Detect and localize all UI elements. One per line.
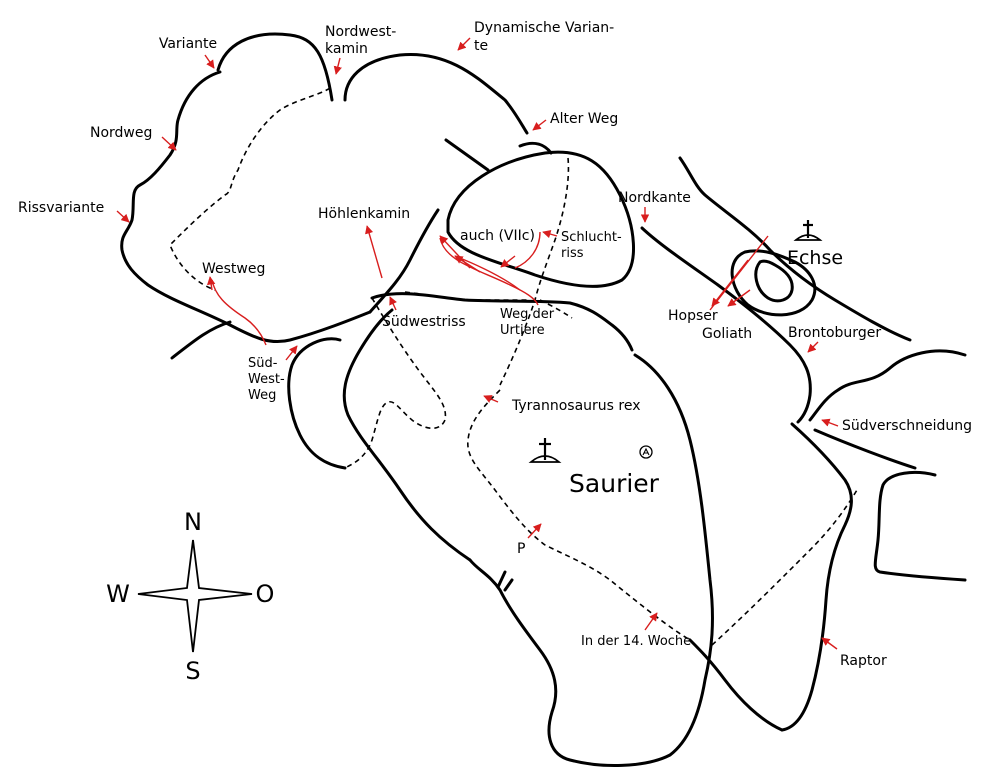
rock-outline-northwest-inner-ridge [444, 138, 490, 172]
rock-outline-raptor-mid [688, 638, 784, 732]
rock-outline-south-gap-2 [503, 578, 514, 592]
compass-north: N [184, 508, 202, 536]
route-arrows [116, 37, 839, 650]
arrow-rissvariante [116, 210, 130, 223]
rock-outline-echse-tower [730, 249, 817, 317]
rock-outlines [120, 32, 967, 767]
arrow-goliath [727, 289, 751, 307]
path-saurier-descent [467, 389, 691, 641]
route-line-westweg [211, 279, 267, 346]
arrow-schluchtriss [542, 230, 558, 239]
route-label-dynamische-variante-2: te [474, 38, 488, 54]
path-west-lobe [344, 297, 447, 469]
arrow-westweg [206, 276, 216, 291]
arrow-tyrannosaurus [483, 395, 499, 403]
route-label-p: P [517, 541, 525, 557]
arrow-woche [644, 612, 658, 631]
route-label-schluchtriss-2: riss [561, 246, 584, 261]
route-label-nordwestkamin-1: Nordwest- [325, 24, 396, 40]
route-label-hopser: Hopser [668, 308, 718, 324]
route-line-weg-der-urtiere-a [439, 237, 539, 306]
summit-cross-icon [528, 438, 562, 463]
arrow-variante [204, 54, 215, 69]
route-label-weg-der-urtiere-2: Urtiere [500, 323, 545, 338]
feature-label-echse: Echse [787, 247, 843, 269]
arrow-suedwestriss [389, 296, 397, 311]
route-label-in-der-14-woche: In der 14. Woche [581, 634, 691, 649]
route-line-hopser [709, 235, 769, 311]
abseil-anchor-icon [639, 445, 653, 459]
route-label-sued-west-weg-3: Weg [248, 388, 276, 403]
rock-outline-saurier-left [342, 308, 472, 562]
arrow-nordwestkamin [333, 57, 342, 75]
path-northwest-ring [169, 87, 331, 291]
route-label-schluchtriss-1: Schlucht- [561, 230, 622, 245]
rock-outline-saurier-right [468, 353, 714, 767]
rock-outline-south-gap-1 [496, 570, 507, 589]
rock-outline-saurier-west-lobe [287, 337, 347, 470]
arrow-weg-der-urtiere-2 [454, 255, 481, 273]
arrow-hopser [711, 259, 749, 307]
route-label-weg-der-urtiere-1: Weg der [500, 307, 555, 322]
path-schlucht-gully [499, 157, 570, 386]
route-label-nordkante: Nordkante [618, 190, 691, 206]
path-schlucht-exit [539, 299, 573, 319]
path-raptor-col [711, 489, 858, 646]
compass-star-icon [137, 539, 253, 653]
rock-outline-ridge-south [640, 226, 812, 424]
approach-paths [169, 87, 858, 646]
route-label-sued-west-weg-1: Süd- [248, 356, 278, 371]
route-label-suedwestriss: Südwestriss [382, 314, 466, 330]
rock-outline-raptor-east [873, 471, 967, 582]
rock-outline-raptor-shelf [813, 428, 917, 470]
route-label-rissvariante: Rissvariante [18, 200, 104, 216]
arrow-p [527, 523, 542, 539]
arrow-brontoburger [807, 341, 819, 353]
route-label-brontoburger: Brontoburger [788, 325, 881, 341]
route-lines [211, 231, 769, 346]
arrow-alter-weg [532, 119, 547, 131]
rock-outline-raptor-west [780, 422, 853, 732]
route-label-sued-west-weg-2: West- [248, 372, 285, 387]
arrow-suedverschneidung [821, 418, 839, 427]
route-label-hoehlenkamin: Höhlenkamin [318, 206, 410, 222]
rock-outline-schlucht-block [446, 150, 635, 288]
rock-outline-ridge-north [678, 156, 912, 342]
route-label-goliath: Goliath [702, 326, 752, 342]
route-line-schluchtriss [514, 231, 541, 269]
arrow-dynamische-variante [457, 37, 471, 51]
route-label-suedverschneidung: Südverschneidung [842, 418, 972, 434]
rock-outline-northwest-lower-edge [368, 208, 440, 314]
route-label-nordwestkamin-2: kamin [325, 41, 368, 57]
compass-south: S [185, 657, 200, 685]
route-label-alter-weg: Alter Weg [550, 111, 618, 127]
rock-outline-schlucht-neck [518, 141, 553, 155]
route-label-raptor: Raptor [840, 653, 887, 669]
arrow-auch-viic [500, 255, 516, 268]
compass-rose: N S W O [106, 508, 274, 685]
rock-outline-ridge-east [808, 349, 967, 422]
rock-outline-echse-summit [754, 259, 794, 303]
arrow-raptor [821, 637, 838, 650]
rock-outline-northwest-block [120, 32, 529, 344]
route-label-variante: Variante [159, 36, 217, 52]
route-label-tyrannosaurus-rex: Tyrannosaurus rex [511, 398, 641, 414]
compass-east: O [256, 580, 275, 608]
summit-cross-icon [793, 220, 823, 241]
route-label-auch-viic: auch (VIIc) [460, 228, 535, 244]
route-label-westweg: Westweg [202, 261, 265, 277]
rock-outline-left-foot [170, 320, 232, 360]
arrow-sued-west-weg [285, 345, 298, 361]
arrow-nordweg [161, 136, 177, 151]
compass-west: W [106, 580, 130, 608]
route-label-nordweg: Nordweg [90, 125, 152, 141]
path-schlucht-traverse [404, 291, 530, 301]
arrow-hoehlenkamin [365, 225, 383, 279]
route-label-dynamische-variante-1: Dynamische Varian- [474, 20, 614, 36]
feature-label-saurier: Saurier [569, 469, 660, 498]
